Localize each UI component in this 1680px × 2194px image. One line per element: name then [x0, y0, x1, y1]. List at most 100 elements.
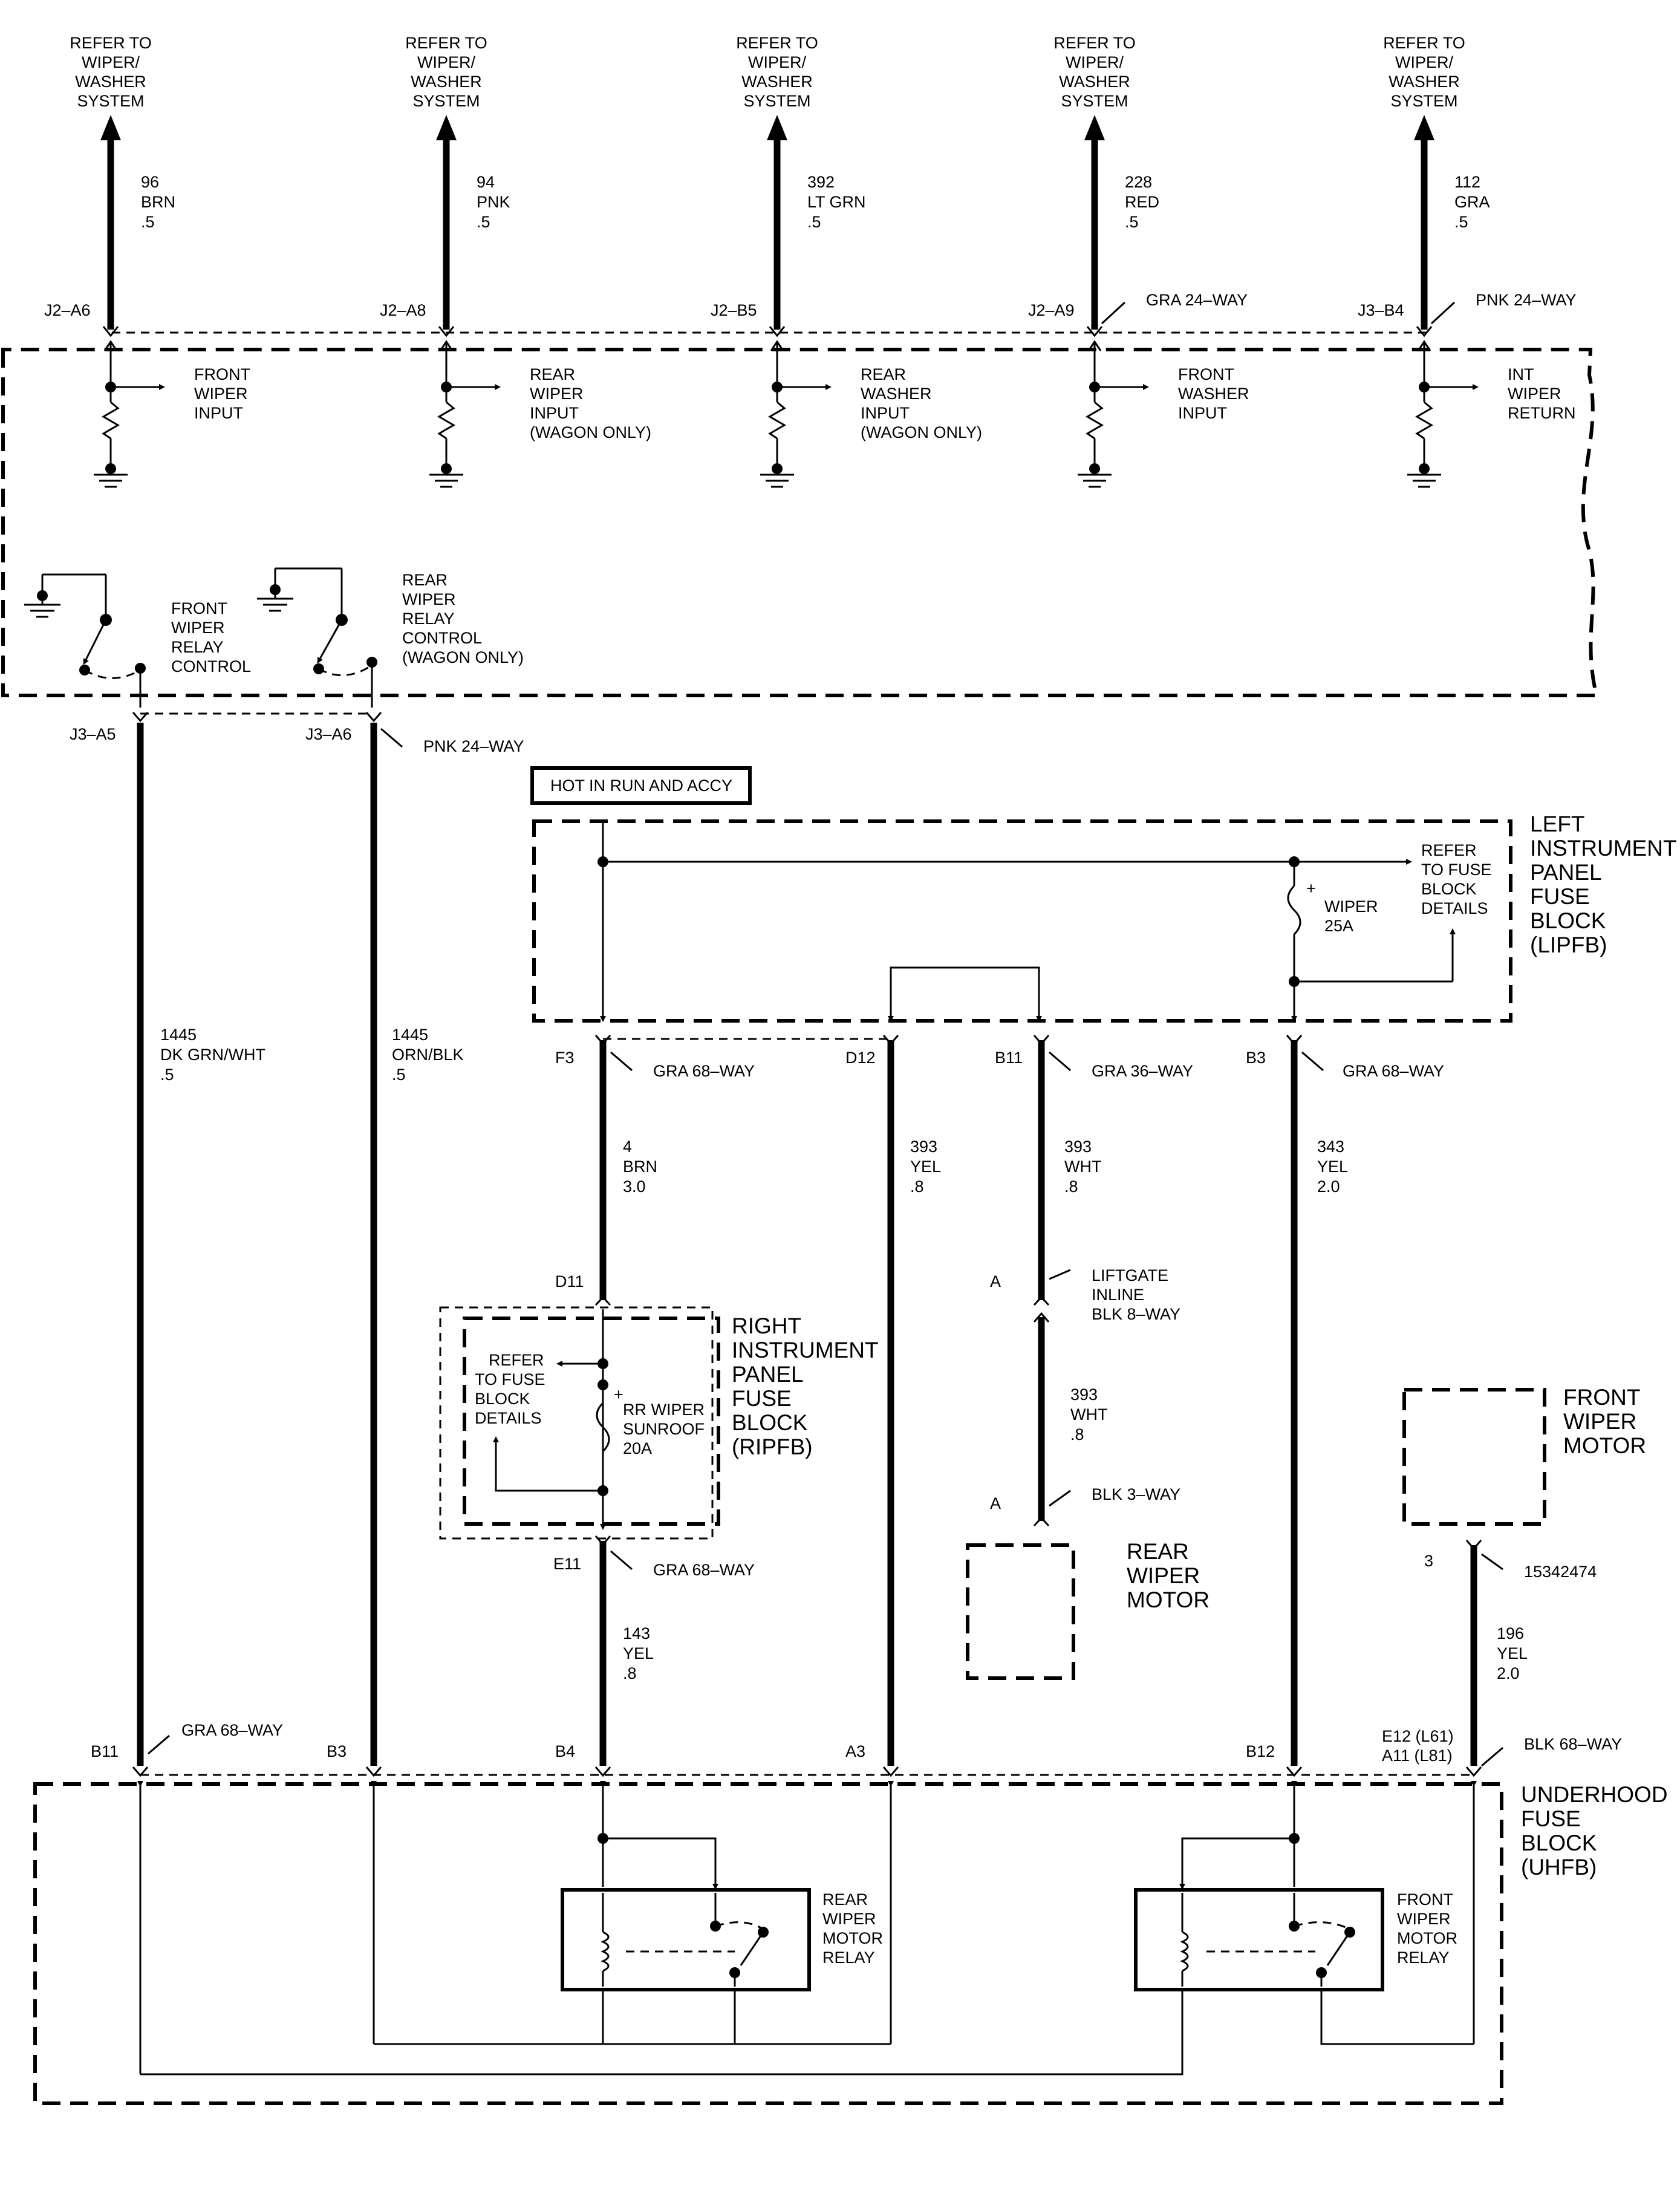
rear-motor-name-1: REAR [1127, 1539, 1189, 1564]
wire-393y-color: YEL [910, 1157, 941, 1176]
wire-196-color: YEL [1497, 1644, 1528, 1662]
liftgate-label-2: INLINE [1092, 1286, 1144, 1304]
e11-type: GRA 68–WAY [653, 1561, 755, 1579]
input-circuit-5-label-2: WIPER [1508, 385, 1561, 403]
top-wire-1-size: .5 [141, 213, 155, 231]
top-wire-5-connector-type: PNK 24–WAY [1476, 291, 1577, 309]
rear-relay-control-line-1: REAR [402, 571, 448, 589]
pnk-24-way-label: PNK 24–WAY [423, 737, 524, 755]
lipfb-refer-2: TO FUSE [1421, 861, 1492, 879]
body-control-module-boundary [1, 348, 1599, 697]
refer-label-2-4: SYSTEM [412, 92, 480, 110]
pin-b11-ip: B11 [995, 1049, 1023, 1067]
ripfb-section: + RR WIPER SUNROOF 20A REFER TO FUSE BLO… [439, 1306, 879, 1766]
b11-type: GRA 36–WAY [1092, 1062, 1193, 1080]
uhfb-pin-b12: B12 [1246, 1742, 1275, 1760]
front-relay-control-line-3: RELAY [171, 638, 224, 656]
refer-label-4-2: WIPER/ [1066, 53, 1124, 71]
rear-wiper-motor-relay [561, 1888, 811, 1991]
top-wire-4-connector: J2–A9 [1028, 301, 1075, 319]
uhfb-pin-b11: B11 [91, 1742, 119, 1760]
top-wire-4-connector-type: GRA 24–WAY [1146, 291, 1248, 309]
wire-393-2-color: WHT [1070, 1405, 1107, 1424]
ripfb-refer-4: DETAILS [475, 1409, 542, 1427]
input-circuit-5-label-3: RETURN [1508, 404, 1576, 422]
top-wire-4-size: .5 [1125, 213, 1139, 231]
refer-label-1-1: REFER TO [70, 34, 152, 52]
pin-d11: D11 [555, 1272, 584, 1291]
lipfb-refer-1: REFER [1421, 841, 1477, 859]
rear-relay-control-line-3: RELAY [402, 610, 455, 628]
liftgate-label-3: BLK 8–WAY [1092, 1305, 1180, 1323]
refer-label-2-1: REFER TO [405, 34, 487, 52]
top-wire-2-number: 94 [477, 173, 495, 191]
front-relay-1: FRONT [1397, 1890, 1453, 1909]
ripfb-name-3: PANEL [732, 1362, 804, 1387]
input-circuit-2-label-1: REAR [530, 365, 575, 383]
rear-relay-control-switch [257, 567, 377, 708]
refer-label-2-2: WIPER/ [417, 53, 476, 71]
rear-relay-4: RELAY [822, 1948, 875, 1967]
top-wire-2-size: .5 [477, 213, 490, 231]
liftgate-pin: A [990, 1272, 1001, 1291]
input-circuit-2-label-3: INPUT [530, 404, 579, 422]
top-wire-2-connector: J2–A8 [380, 301, 426, 319]
front-bottom-pin-2: A11 (L81) [1382, 1746, 1453, 1765]
rear-motor-name-3: MOTOR [1127, 1587, 1210, 1612]
left-long-wires: J3–A5 J3–A6 PNK 24–WAY 1445 DK GRN/WHT .… [70, 712, 524, 1766]
top-wire-3-number: 392 [807, 173, 835, 191]
wire-393-2-number: 393 [1070, 1385, 1098, 1404]
front-motor-name-3: MOTOR [1563, 1433, 1646, 1458]
lipfb-refer-3: BLOCK [1421, 880, 1477, 898]
wire-196-number: 196 [1497, 1624, 1524, 1642]
rear-relay-2: WIPER [822, 1910, 876, 1928]
input-circuit-4-label-1: FRONT [1178, 365, 1234, 383]
top-wire-5-number: 112 [1454, 173, 1480, 191]
input-circuit-3-label-1: REAR [861, 365, 906, 383]
b3-type: GRA 68–WAY [1343, 1062, 1444, 1080]
refer-label-5-4: SYSTEM [1390, 92, 1457, 110]
top-wire-arrow-5 [1414, 115, 1434, 140]
wire-393w-size: .8 [1064, 1177, 1078, 1196]
rr-fuse-1: RR WIPER [623, 1401, 705, 1419]
front-relay-control-line-1: FRONT [171, 599, 227, 617]
input-circuit-4-label-3: INPUT [1178, 404, 1227, 422]
lipfb-section: HOT IN RUN AND ACCY + WIPER 25A REFER TO… [530, 766, 1677, 1023]
wire-393w-number: 393 [1064, 1138, 1092, 1156]
ip-wires: F3 GRA 68–WAY 4 BRN 3.0 D11 D12 393 YEL … [555, 1035, 1444, 1766]
pin-d12: D12 [845, 1049, 876, 1067]
front-relay-control-line-4: CONTROL [171, 657, 251, 675]
wiper-fuse-label-1: WIPER [1324, 897, 1378, 916]
input-circuit-1-label-1: FRONT [194, 365, 250, 383]
input-circuit-2-label-4: (WAGON ONLY) [530, 423, 651, 441]
rear-relay-control-line-2: WIPER [402, 590, 456, 608]
gra-68-way-b11: GRA 68–WAY [181, 1721, 283, 1739]
front-wiper-motor-relay [1134, 1888, 1384, 1991]
input-circuit-2-label-2: WIPER [530, 385, 584, 403]
uhfb-pin-b3: B3 [327, 1742, 347, 1760]
rr-fuse-2: SUNROOF [623, 1420, 705, 1438]
uhfb-name-1: UNDERHOOD [1521, 1782, 1668, 1807]
wire-4-size: 3.0 [623, 1177, 646, 1196]
wire-143-color: YEL [623, 1644, 654, 1662]
front-motor-section: FRONT WIPER MOTOR 3 15342474 196 YEL 2.0… [1382, 1385, 1646, 1767]
front-bottom-pin-1: E12 (L61) [1382, 1727, 1454, 1745]
rear-relay-1: REAR [822, 1890, 868, 1909]
wire-393y-number: 393 [910, 1138, 937, 1156]
rr-wiper-fuse [596, 1402, 610, 1453]
refer-label-5-2: WIPER/ [1395, 53, 1454, 71]
refer-label-1-4: SYSTEM [77, 92, 144, 110]
pin-e11: E11 [553, 1555, 581, 1573]
rear-wiper-motor-box [966, 1543, 1075, 1680]
rear-relay-control-line-4: CONTROL [402, 629, 482, 647]
wire-4-color: BRN [623, 1157, 657, 1176]
input-circuit-3-label-4: (WAGON ONLY) [861, 423, 982, 441]
lipfb-name-2: INSTRUMENT [1530, 836, 1677, 861]
front-relay-2: WIPER [1397, 1910, 1451, 1928]
liftgate-section: A LIFTGATE INLINE BLK 8–WAY 393 WHT .8 A… [966, 1266, 1210, 1680]
